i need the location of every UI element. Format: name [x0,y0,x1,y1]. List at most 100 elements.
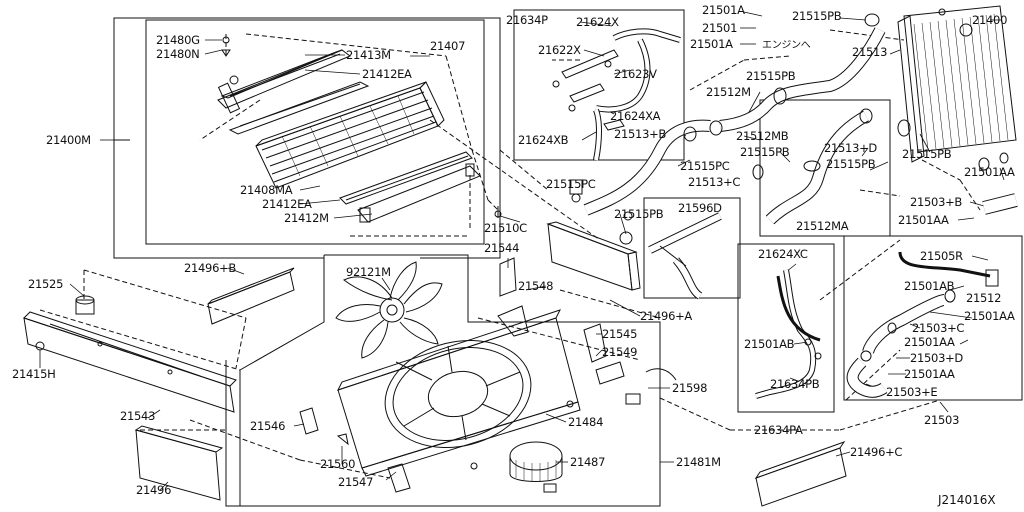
label-21484: 21484 [568,415,604,429]
label-21408MA: 21408MA [240,183,293,197]
label-21501AB-right: 21501AB [904,279,955,293]
brackets-and-clips [299,257,677,493]
label-21560: 21560 [320,457,356,471]
box-21596D [643,197,741,299]
label-21480G: 21480G [156,33,200,47]
label-21501: 21501 [702,21,738,35]
label-21515PB-2: 21515PB [746,69,796,83]
solid-leaders [39,11,1005,491]
label-21480N: 21480N [156,47,200,61]
label-21501AB-mid: 21501AB [744,337,795,351]
label-21548: 21548 [518,279,554,293]
label-21624XA: 21624XA [610,109,661,123]
label-21503: 21503 [924,413,960,427]
seal-21412EA [228,81,370,135]
label-21413M: 21413M [346,48,391,62]
label-21545: 21545 [602,327,638,341]
seal-21413M [217,49,351,109]
label-21512M: 21512M [706,85,751,99]
box-21634PA [737,243,835,413]
label-21481M: 21481M [676,455,721,469]
label-21596D: 21596D [678,201,722,215]
label-21525: 21525 [28,277,64,291]
fan-blade-92121M [335,261,443,359]
label-21622X: 21622X [538,43,581,57]
label-21513C: 21513+C [688,175,741,189]
label-21624XC: 21624XC [758,247,808,261]
label-21634PA: 21634PA [754,423,803,437]
label-21634PB: 21634PB [770,377,820,391]
label-21515PC-mid: 21515PC [680,159,730,173]
label-21503D: 21503+D [910,351,963,365]
label-21412EA-bottom: 21412EA [262,197,312,211]
label-21623V: 21623V [614,67,657,81]
label-21547: 21547 [338,475,374,489]
condenser-core [255,81,445,189]
label-21512MB: 21512MB [736,129,789,143]
guide-21496C [755,447,847,507]
part-21596D [648,212,722,300]
label-21412EA-top: 21412EA [362,67,412,81]
reservoir-hoses [846,193,1018,398]
support-21543 [23,295,237,413]
radiator-21400 [897,5,1017,171]
label-21501AA-1: 21501AA [964,165,1015,179]
label-21503C: 21503+C [912,321,965,335]
label-21510C: 21510C [484,221,527,235]
bolt-21480G [222,36,230,44]
fan-motor-21487 [509,441,563,493]
box-21512MB [759,99,891,237]
guide-21496B [207,271,295,325]
radiator-core-assembly [217,36,502,223]
box-21503 [843,235,1023,401]
label-21501AA-2: 21501AA [898,213,949,227]
label-21501AA-4: 21501AA [904,335,955,349]
hose-21634PA [755,269,822,399]
label-21415H: 21415H [12,367,56,381]
label-21515PB-5: 21515PB [614,207,664,221]
label-21505R: 21505R [920,249,963,263]
label-21407: 21407 [430,39,466,53]
box-radiator-core [113,139,325,259]
label-21515PC-left: 21515PC [546,177,596,191]
label-21624X: 21624X [576,15,619,29]
diagram-code: J214016X [938,493,996,507]
label-21513: 21513 [852,45,888,59]
label-21515PB-right: 21515PB [902,147,952,161]
label-21624XB: 21624XB [518,133,569,147]
label-21512: 21512 [966,291,1002,305]
label-21501A-top: 21501A [702,3,745,17]
box-21481M [240,254,661,507]
fan-shroud [337,309,581,477]
label-21515PB-4: 21515PB [826,157,876,171]
label-21501AA-3: 21501AA [964,309,1015,323]
label-21412M: 21412M [284,211,329,225]
upper-hoses [569,13,886,245]
bracket-21412M [357,165,481,223]
label-21501AA-5: 21501AA [904,367,955,381]
label-21549: 21549 [602,345,638,359]
label-21503E: 21503+E [886,385,938,399]
label-21501A-mid: 21501A [690,37,733,51]
label-21487: 21487 [570,455,606,469]
label-21515PB-top: 21515PB [792,9,842,23]
label-21503B: 21503+B [910,195,963,209]
label-21512MA: 21512MA [796,219,849,233]
label-engine: エンジンへ [762,40,811,51]
label-21513D: 21513+D [824,141,877,155]
label-21634P: 21634P [506,13,548,27]
label-21515PB-3: 21515PB [740,145,790,159]
label-21496: 21496 [136,483,172,497]
guide-21496A [547,223,633,291]
label-21400M: 21400M [46,133,91,147]
label-21513B: 21513+B [614,127,667,141]
label-92121M: 92121M [346,265,391,279]
label-21400: 21400 [972,13,1008,27]
air-guides [134,221,847,507]
label-21496A: 21496+A [640,309,692,323]
label-21543: 21543 [120,409,156,423]
label-21496B: 21496+B [184,261,237,275]
hose-group-21634P [552,28,681,161]
